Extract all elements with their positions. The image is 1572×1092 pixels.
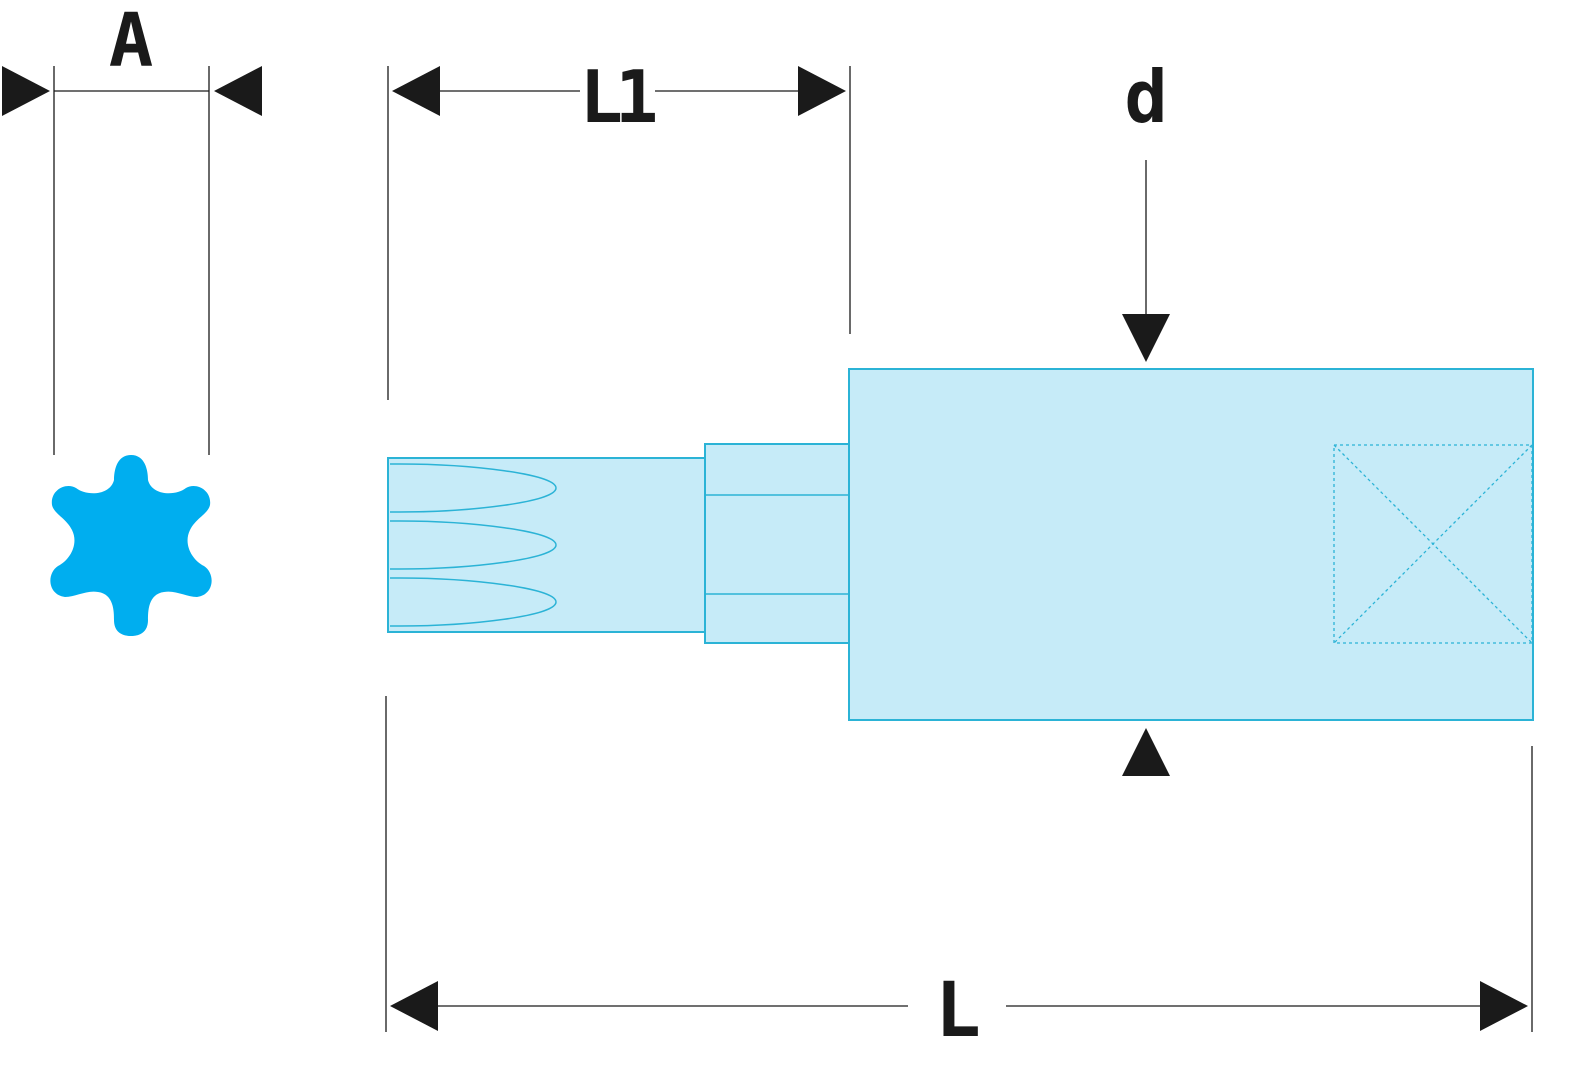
bit-flute: [390, 577, 557, 627]
dimension-l: L: [385, 696, 1533, 1054]
arrowhead-l-right: [1480, 981, 1528, 1031]
torx-bit-tip: [387, 457, 706, 633]
dimension-l1: L1: [387, 55, 851, 400]
dimension-label-d: d: [1124, 55, 1167, 139]
arrowhead-l1-right: [798, 66, 846, 116]
dimension-label-l1: L1: [580, 55, 655, 139]
arrowhead-a-left: [2, 66, 50, 116]
bit-flute: [390, 520, 557, 570]
square-drive-hidden: [1333, 444, 1533, 644]
socket-body: [848, 368, 1534, 721]
arrowhead-d-bottom: [1122, 728, 1170, 776]
bit-flute: [390, 463, 557, 513]
torx-star-icon: [50, 455, 212, 636]
bit-socket-side-view: [387, 368, 1534, 721]
dimension-label-l: L: [935, 965, 981, 1054]
arrowhead-l-left: [390, 981, 438, 1031]
bit-collar: [704, 443, 850, 644]
dimension-label-a: A: [109, 0, 154, 84]
dimension-d: d: [1122, 55, 1170, 776]
arrowhead-a-right: [214, 66, 262, 116]
arrowhead-d-top: [1122, 314, 1170, 362]
arrowhead-l1-left: [392, 66, 440, 116]
dimension-a: A: [2, 0, 262, 455]
